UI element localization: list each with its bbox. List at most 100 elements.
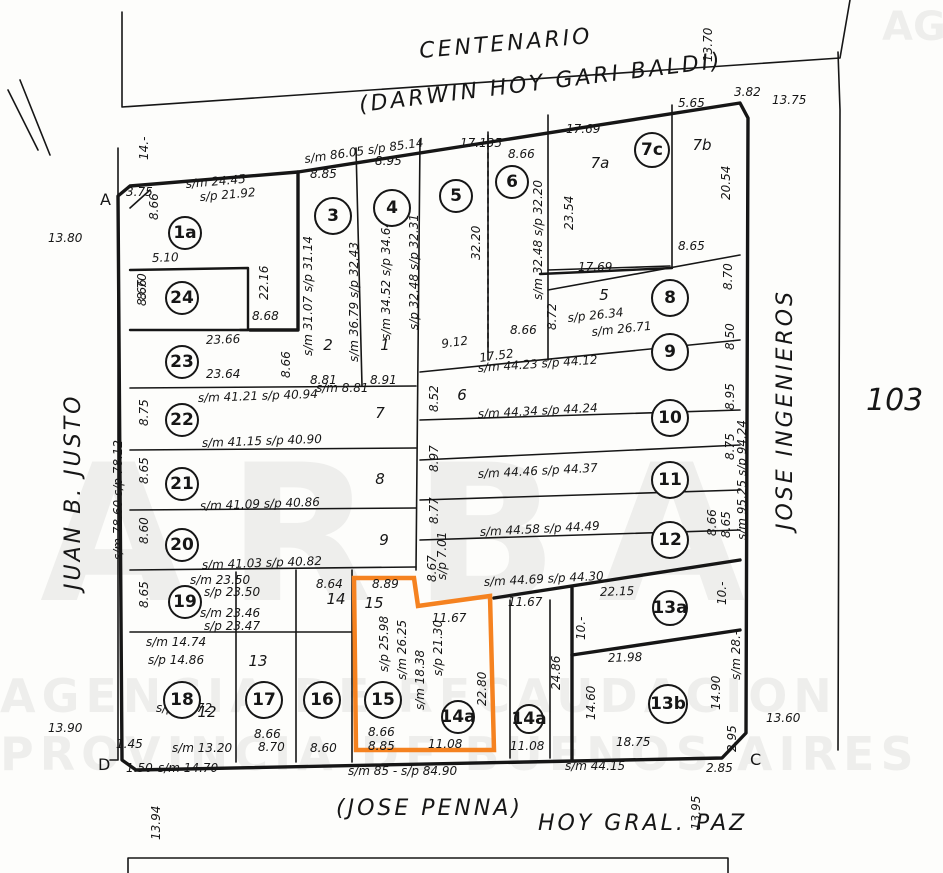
- lot-circle: [651, 279, 689, 317]
- lot-14a-2-marker[interactable]: 14a: [511, 704, 547, 734]
- lot-number: 3: [327, 206, 339, 226]
- lot-circle: [165, 281, 199, 315]
- lot-24-marker[interactable]: 24: [165, 281, 199, 315]
- measurement-col-left: 5.10: [152, 250, 180, 265]
- measurement-top-row: 17.135: [460, 136, 502, 150]
- ochave-label: 13.60: [766, 711, 801, 725]
- lot-5-marker[interactable]: 5: [439, 179, 473, 213]
- measurement-col-left: 23.64: [206, 367, 240, 381]
- measurement-depth-labels: 8.97: [427, 445, 441, 472]
- lot-number: 15: [371, 690, 395, 710]
- lot-number: 14a: [440, 707, 475, 727]
- measurement-col-right: 8.75: [723, 433, 737, 460]
- lot-8-marker[interactable]: 8: [651, 279, 689, 317]
- measurement-depth-labels: 8.66: [279, 351, 293, 378]
- lot-13a-marker[interactable]: 13a: [652, 590, 688, 626]
- lot-circle: [165, 403, 199, 437]
- measurement-depth-labels: s/p 32.48 s/p 32.31: [407, 214, 421, 330]
- measurement-top-row: 5.65: [678, 96, 705, 110]
- ochave-label: 1.50: [126, 761, 153, 775]
- street-juan-b-justo: JUAN B. JUSTO: [61, 394, 86, 594]
- lot-19-marker[interactable]: 19: [168, 585, 202, 619]
- measurement-rows-right: s/p 26.34: [567, 305, 624, 325]
- measurement-lot13: 14.60: [584, 685, 598, 720]
- measurement-depth-labels: 32.20: [469, 225, 483, 260]
- measurement-lot15: 11.67: [432, 611, 467, 625]
- lot-6-marker[interactable]: 6: [495, 165, 529, 199]
- lot-number: 7c: [641, 140, 663, 160]
- lot-number: 20: [170, 535, 194, 555]
- ochave-label: 13.95: [689, 796, 703, 830]
- measurement-rows-left: s/m 14.74: [146, 635, 206, 649]
- measurement-rows-left: s/p 23.47: [204, 619, 260, 633]
- lot-circle: [651, 333, 689, 371]
- lot-16-marker[interactable]: 16: [303, 681, 341, 719]
- lot-20-marker[interactable]: 20: [165, 528, 199, 562]
- lot-23-marker[interactable]: 23: [165, 345, 199, 379]
- measurement-bottom-row: 8.85: [368, 739, 395, 753]
- measurement-lot13: s/m 28.-: [729, 631, 743, 680]
- measurement-rows-left: s/m 23.50: [190, 573, 251, 587]
- measurement-top-row: s/m 24.45: [185, 172, 246, 191]
- ochave-label: 3.75: [126, 185, 153, 199]
- measurement-top-row: s/p 21.92: [199, 185, 256, 204]
- lot-13b-marker[interactable]: 13b: [648, 684, 688, 724]
- measurement-top-row: 17.69: [578, 260, 612, 274]
- lot-circle: [168, 216, 202, 250]
- measurement-rows-left: s/m 41.03 s/p 40.82: [202, 554, 322, 572]
- lot-17-marker[interactable]: 17: [245, 681, 283, 719]
- lot-1a-marker[interactable]: 1a: [168, 216, 202, 250]
- measurement-depth-labels: 8.64: [316, 577, 343, 591]
- lot-15-marker[interactable]: 15: [364, 681, 402, 719]
- measurement-col-right: 8.70: [721, 263, 735, 290]
- lot-circle: [652, 590, 688, 626]
- lot-number: 21: [170, 474, 194, 494]
- measurement-col-left: 8.66: [135, 279, 149, 306]
- watermark: ARBA AGENCIA DE RECAUDACION PROVINCIA DE…: [0, 4, 943, 781]
- lot-number: 18: [170, 690, 194, 710]
- lot-18-marker[interactable]: 18: [163, 681, 201, 719]
- measurement-depth-labels: 17.52: [478, 346, 514, 365]
- ochave-label: 13.75: [772, 93, 806, 107]
- lot-22-marker[interactable]: 22: [165, 403, 199, 437]
- measurement-top-row: 17.69: [566, 122, 600, 136]
- lot-10-marker[interactable]: 10: [651, 399, 689, 437]
- lot-number: 4: [386, 198, 398, 218]
- lot-circle: [373, 189, 411, 227]
- watermark-corner: AG PR: [882, 4, 943, 50]
- lot-9-marker[interactable]: 9: [651, 333, 689, 371]
- edge-south-right: s/m 44.15: [565, 759, 625, 773]
- measurement-bottom-row: 8.70: [258, 740, 285, 754]
- lot-7c-marker[interactable]: 7c: [634, 132, 670, 168]
- measurement-depth-labels: 8.72: [545, 303, 559, 330]
- lot-circle: [364, 681, 402, 719]
- measurement-depth-labels: 8.52: [427, 385, 441, 412]
- measurement-depth-labels: 8.81: [310, 373, 337, 387]
- measurement-depth-labels: s/m 8.81: [316, 381, 369, 395]
- lot-12-marker[interactable]: 12: [651, 521, 689, 559]
- measurement-bottom-row: 8.66: [368, 725, 395, 739]
- measurement-depth-labels: 8.77: [427, 497, 441, 524]
- measurement-lot13: 10.-: [715, 582, 729, 605]
- plain-label-7b: 7b: [692, 136, 711, 154]
- measurement-col-left: 8.65: [137, 581, 151, 608]
- lot-number: 10: [658, 408, 682, 428]
- measurement-lot15: s/m 26.25: [395, 620, 409, 680]
- lot-21-marker[interactable]: 21: [165, 467, 199, 501]
- lot-11-marker[interactable]: 11: [651, 461, 689, 499]
- lot-number: 17: [252, 690, 276, 710]
- measurement-col-right: 8.65: [719, 511, 733, 538]
- ochave-label: 1.45: [116, 737, 143, 751]
- lot-4-marker[interactable]: 4: [373, 189, 411, 227]
- measurement-depth-labels: s/m 32.48 s/p 32.20: [531, 180, 545, 300]
- ochave-label: 13.90: [48, 721, 83, 735]
- lot-3-marker[interactable]: 3: [314, 197, 352, 235]
- lot-14a-marker[interactable]: 14a: [440, 700, 476, 734]
- plain-label-5: 5: [599, 286, 609, 304]
- street-gral-paz: HOY GRAL. PAZ: [538, 811, 747, 836]
- measurement-rows-right: s/m 44.58 s/p 44.49: [479, 519, 600, 539]
